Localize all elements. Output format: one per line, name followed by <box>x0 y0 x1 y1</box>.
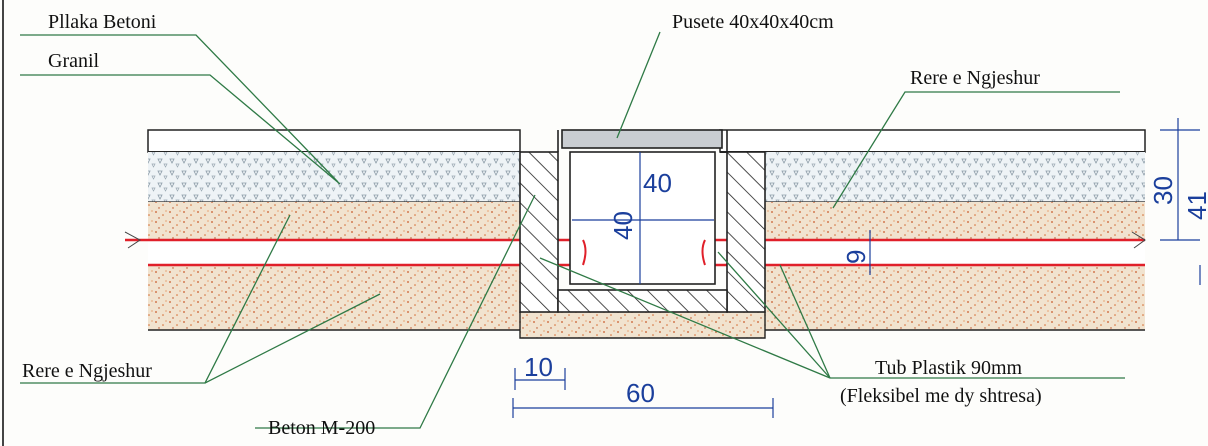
dimension-pipe: 9 <box>841 230 871 275</box>
label-rere-left: Rere e Ngjeshur <box>22 360 152 382</box>
sand-layer-lower-right <box>765 265 1145 330</box>
pipe-right <box>705 231 1146 267</box>
sand-layer-lower-left <box>148 265 520 330</box>
dim-40-width: 40 <box>643 168 672 198</box>
dim-9: 9 <box>841 250 871 264</box>
label-tub-plastik: Tub Plastik 90mm <box>875 357 1023 379</box>
concrete-slab-layer <box>147 129 1146 153</box>
dim-60: 60 <box>626 378 655 408</box>
leader-lines <box>20 31 1125 429</box>
dim-40-height: 40 <box>608 211 638 240</box>
manhole-wall-right <box>726 151 766 313</box>
dimension-depth: 30 41 <box>1148 118 1208 285</box>
dim-10: 10 <box>524 352 553 382</box>
label-rere-top: Rere e Ngjeshur <box>910 67 1040 89</box>
gravel-layer-right <box>765 152 1145 202</box>
dim-30: 30 <box>1148 176 1178 205</box>
label-beton: Beton M-200 <box>268 417 375 439</box>
pipe-left <box>124 231 583 267</box>
manhole-wall-left <box>519 151 559 313</box>
label-granil: Granil <box>48 50 100 72</box>
manhole-cover <box>561 129 723 149</box>
dimension-inner-width: 40 <box>572 168 714 221</box>
sand-layer-upper-right <box>765 202 1145 240</box>
label-tub-fleksibel: (Fleksibel me dy shtresa) <box>840 385 1042 407</box>
sand-layer-upper-left <box>148 202 520 240</box>
label-pllaka-betoni: Pllaka Betoni <box>48 11 157 33</box>
manhole-chamber <box>569 151 716 285</box>
dimension-inner-height: 40 <box>608 152 641 284</box>
label-pusete: Pusete 40x40x40cm <box>672 11 834 33</box>
dimension-bottom: 10 60 <box>512 352 774 418</box>
dim-41: 41 <box>1182 191 1208 220</box>
